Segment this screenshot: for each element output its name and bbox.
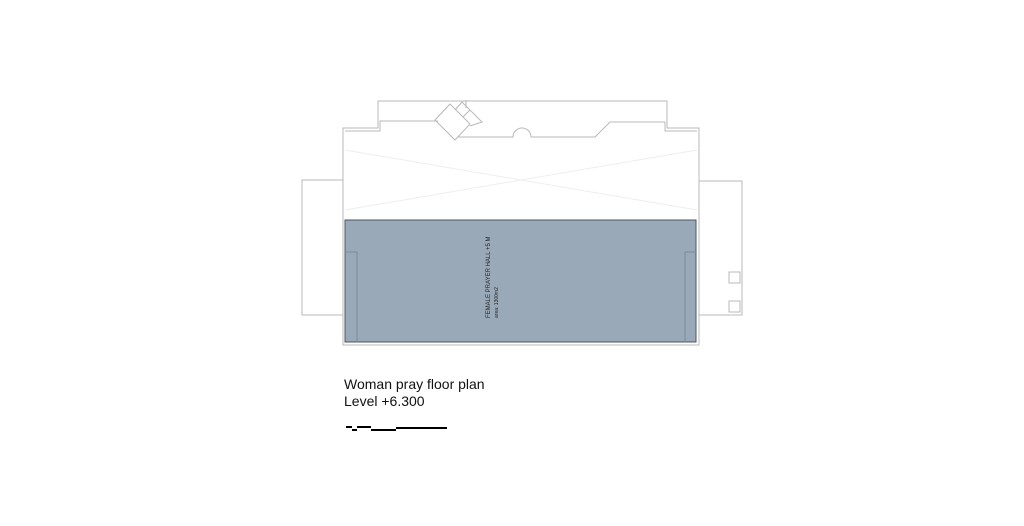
left-inner-wall (345, 251, 358, 342)
outer-wall (342, 100, 700, 346)
left-annex (301, 179, 343, 316)
plan-title: Woman pray floor plan (344, 376, 485, 392)
room-label: FEMALE PRAYER HALL +5 M area: 1300m2 (486, 236, 500, 318)
inner-wall (345, 120, 697, 138)
room-name: FEMALE PRAYER HALL +5 M (486, 236, 492, 318)
right-annex-box-1 (728, 271, 741, 284)
scale-bar (346, 426, 447, 431)
plan-level: Level +6.300 (344, 393, 425, 409)
right-annex (699, 180, 743, 316)
right-inner-wall (684, 251, 696, 342)
room-area: area: 1300m2 (494, 287, 500, 318)
right-annex-box-2 (728, 300, 741, 313)
plan-caption: Woman pray floor plan Level +6.300 (344, 376, 485, 410)
female-prayer-hall-area (344, 219, 697, 343)
stair (434, 100, 483, 141)
